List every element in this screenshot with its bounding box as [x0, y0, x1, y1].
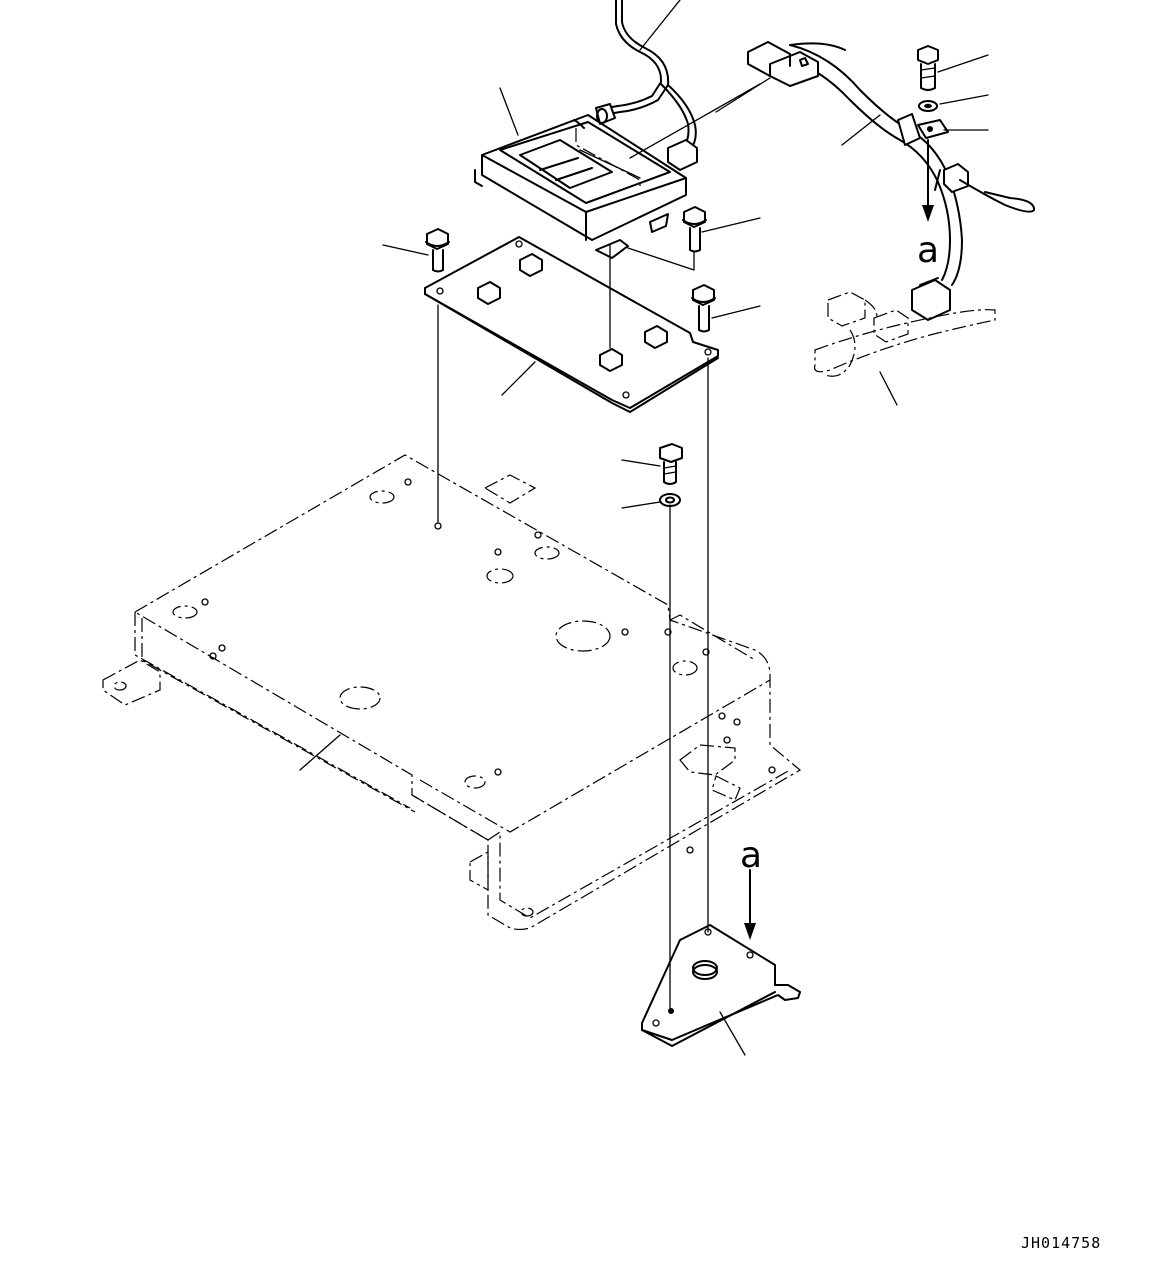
- bolt-right-upper: [682, 206, 707, 253]
- wiring-harness: [629, 41, 1035, 321]
- view-marker-upper: a: [917, 230, 939, 271]
- washer-middle: [659, 493, 681, 507]
- sensor-cable: [595, 0, 698, 171]
- bolt-harness: [917, 45, 939, 91]
- support-bracket: [641, 924, 801, 1047]
- assembly-center-lines: [437, 244, 709, 1011]
- base-plate-phantom: [102, 454, 802, 931]
- view-arrow-lower: [744, 869, 756, 940]
- bolt-middle: [659, 443, 683, 485]
- controller-box: [474, 114, 687, 259]
- leader-lines: [299, 0, 989, 1056]
- bolt-left: [425, 228, 450, 273]
- washer-harness: [918, 100, 938, 112]
- bolt-right-lower: [691, 284, 716, 333]
- view-marker-lower: a: [740, 835, 762, 876]
- bracket-plate: [424, 236, 719, 413]
- mating-connector-phantom: [813, 291, 996, 377]
- drawing-code: JH014758: [1021, 1234, 1101, 1252]
- view-arrow-upper: [922, 139, 934, 222]
